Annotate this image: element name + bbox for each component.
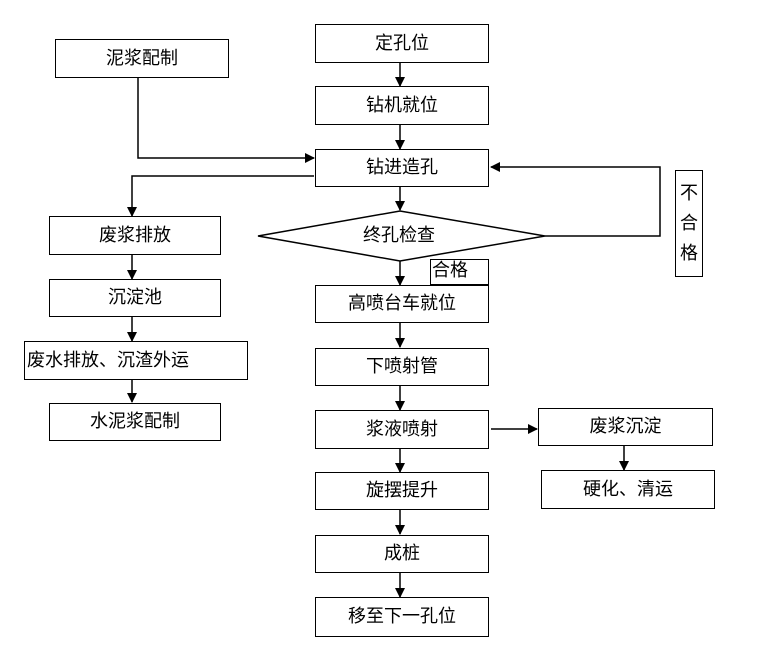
node-waste-settle: 废浆沉淀 <box>538 408 713 446</box>
node-waste-water-slag: 废水排放、沉渣外运 <box>24 341 248 380</box>
node-next-hole: 移至下一孔位 <box>315 597 489 637</box>
node-harden-clear: 硬化、清运 <box>541 470 715 509</box>
label-fail: 不 合 格 <box>675 170 703 277</box>
node-slurry-jet: 浆液喷射 <box>315 410 489 449</box>
node-waste-discharge: 废浆排放 <box>49 216 221 255</box>
label-pass: 合格 <box>430 259 489 285</box>
label-fail-char-3: 格 <box>680 242 698 264</box>
arrow-drill-to-waste <box>127 175 314 217</box>
node-rig-position: 钻机就位 <box>315 86 489 125</box>
node-drill-hole: 钻进造孔 <box>315 149 489 187</box>
node-cement-prep: 水泥浆配制 <box>49 403 221 441</box>
node-final-check: 终孔检查 <box>363 225 435 246</box>
node-mud-prep: 泥浆配制 <box>55 39 229 78</box>
node-locate-hole: 定孔位 <box>315 24 489 63</box>
node-lower-pipe: 下喷射管 <box>315 348 489 386</box>
label-fail-char-2: 合 <box>680 212 698 234</box>
node-form-pile: 成桩 <box>315 535 489 573</box>
node-settling-tank: 沉淀池 <box>49 279 221 317</box>
arrow-fail-loop <box>490 162 661 237</box>
node-jet-rig-position: 高喷台车就位 <box>315 285 489 323</box>
node-rotate-lift: 旋摆提升 <box>315 472 489 510</box>
decision-diamond <box>257 210 546 262</box>
arrow-mud-to-drill <box>137 78 315 163</box>
label-fail-char-1: 不 <box>680 182 698 204</box>
